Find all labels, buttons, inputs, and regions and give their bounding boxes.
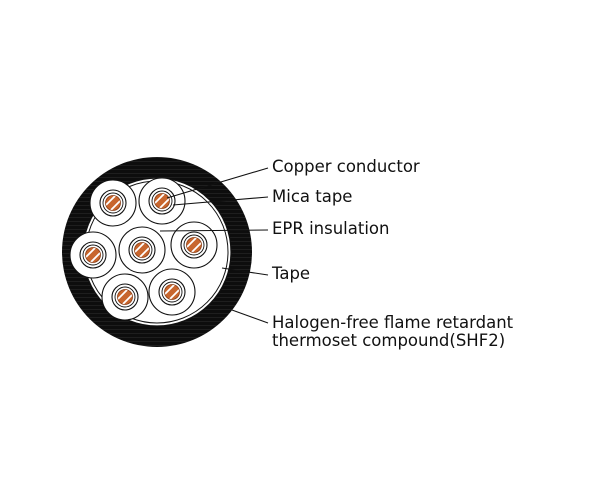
label-tape: Tape [272, 264, 311, 283]
copper-conductor [164, 284, 180, 300]
copper-conductor [134, 242, 150, 258]
core [89, 179, 137, 227]
copper-conductor [186, 237, 202, 253]
label-sheath-line1: Halogen-free flame retardant [272, 313, 514, 332]
label-copper-conductor: Copper conductor [272, 157, 420, 176]
copper-conductor [117, 289, 133, 305]
copper-conductor [85, 247, 101, 263]
core [69, 231, 117, 279]
label-sheath-line2: thermoset compound(SHF2) [272, 331, 506, 350]
core [118, 226, 166, 274]
label-mica-tape: Mica tape [272, 187, 353, 206]
label-epr-insulation: EPR insulation [272, 219, 390, 238]
core [138, 177, 186, 225]
leader-mica-tape [172, 196, 269, 206]
leader-tape [221, 267, 269, 276]
core [101, 273, 149, 321]
leader-epr-insulation [159, 229, 269, 232]
core [148, 268, 196, 316]
leader-sheath [231, 309, 269, 324]
core [170, 221, 218, 269]
copper-conductor [154, 193, 170, 209]
leader-lines [159, 167, 269, 324]
leader-copper-conductor [166, 167, 269, 199]
copper-conductor [105, 195, 121, 211]
